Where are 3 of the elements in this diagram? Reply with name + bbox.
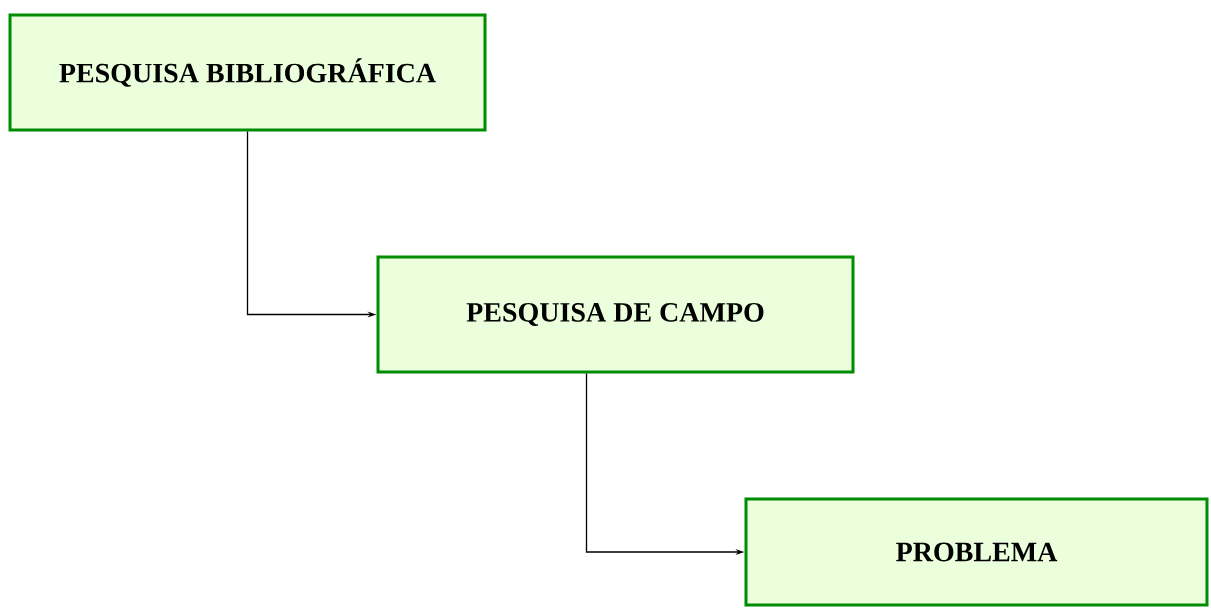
process-box: PROBLEMA	[744, 497, 1209, 607]
process-box: PESQUISA BIBLIOGRÁFICA	[8, 13, 487, 132]
process-box: PESQUISA DE CAMPO	[376, 255, 855, 374]
